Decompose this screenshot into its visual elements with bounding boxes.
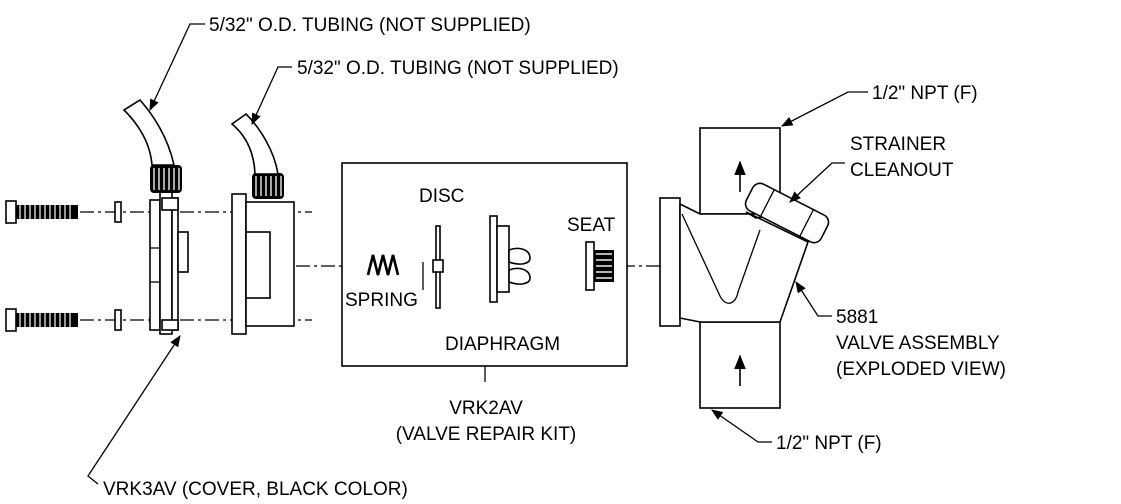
cover-part [149,165,189,335]
label-disc: DISC [419,186,464,207]
label-npt-bottom: 1/2" NPT (F) [776,433,882,454]
disc [432,225,444,309]
tubing-2 [230,112,279,175]
seat [585,241,614,291]
label-npt-top: 1/2" NPT (F) [872,83,978,104]
spring [366,254,400,276]
label-seat: SEAT [567,215,616,236]
label-diaphragm: DIAPHRAGM [445,334,560,355]
label-strainer-2: CLEANOUT [850,160,954,181]
label-tubing-1: 5/32" O.D. TUBING (NOT SUPPLIED) [209,15,531,36]
label-tubing-2: 5/32" O.D. TUBING (NOT SUPPLIED) [297,58,619,79]
leader-lines [87,23,868,485]
label-spring: SPRING [345,290,418,311]
bottom-screw [5,308,78,332]
valve-body [659,127,830,409]
washers [114,201,122,331]
top-screw [5,200,78,224]
diaphragm [489,215,531,303]
label-kit-name: (VALVE REPAIR KIT) [396,424,577,445]
label-kit-number: VRK2AV [449,398,523,419]
label-exploded-view: (EXPLODED VIEW) [836,359,1006,380]
tubing-1 [122,98,175,166]
label-cover: VRK3AV (COVER, BLACK COLOR) [103,479,408,500]
body-plate [231,173,295,335]
label-strainer-1: STRAINER [850,134,946,155]
label-valve-assembly: VALVE ASSEMBLY [836,333,1000,354]
label-valve-number: 5881 [836,307,878,328]
